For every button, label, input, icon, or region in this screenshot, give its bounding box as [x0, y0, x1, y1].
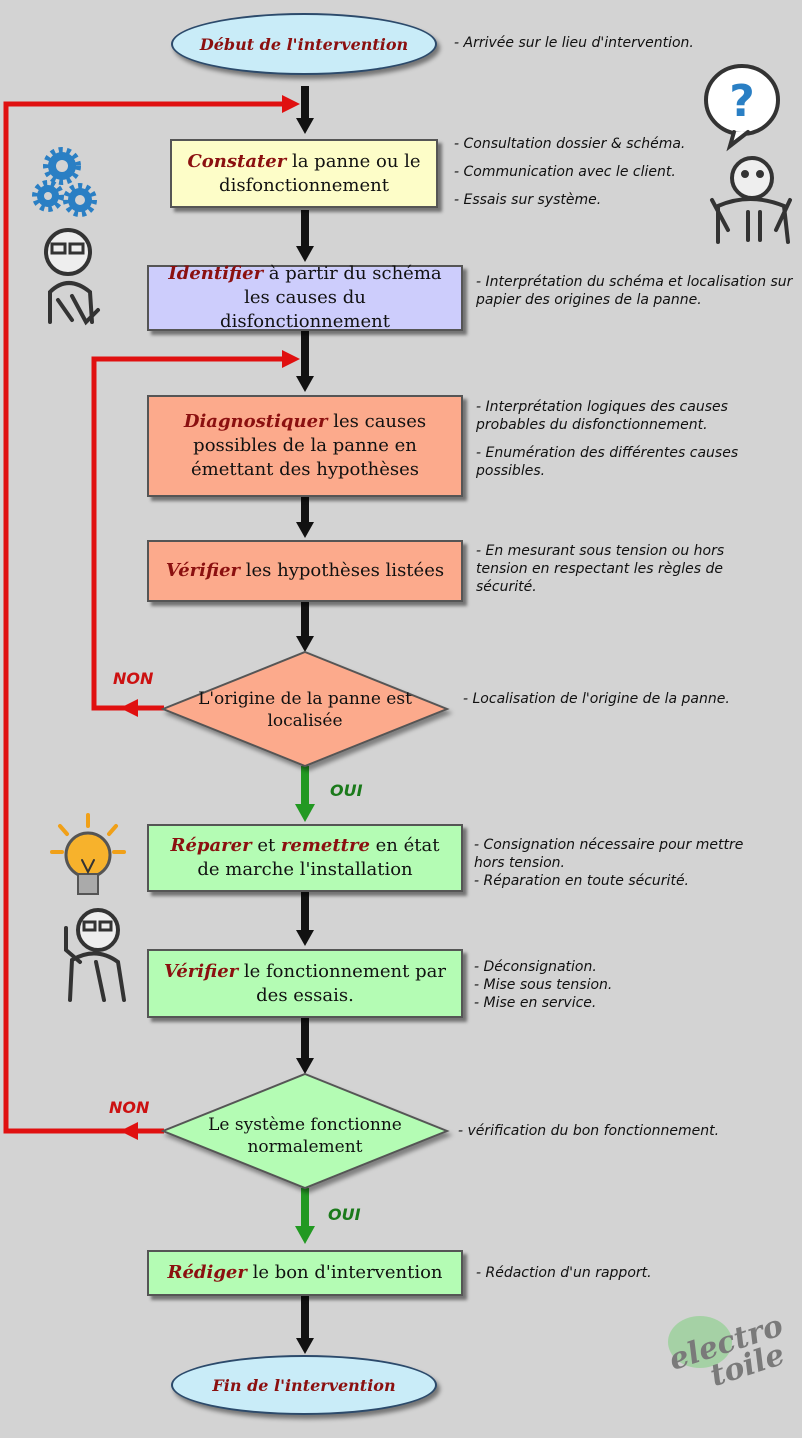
decision-system-no-label: NON: [109, 1098, 150, 1117]
gears-icon: [32, 147, 97, 217]
svg-text:?: ?: [729, 76, 755, 127]
step-reparer-notes: - Consignation nécessaire pour mettre ho…: [474, 837, 744, 889]
decision-origin-no-label: NON: [113, 669, 154, 688]
decision-origin-yes-label: OUI: [330, 781, 363, 800]
step-identifier: Identifier à partir du schéma les causes…: [147, 263, 463, 332]
step-verifier-hypotheses: Vérifier les hypothèses listées: [147, 540, 463, 602]
decision-system-yes-label: OUI: [328, 1205, 361, 1224]
decision-origin-text: L'origine de la panne est localisée: [198, 689, 412, 731]
step-diagnostiquer: Diagnostiquer les causes possibles de la…: [147, 395, 463, 497]
end-label: Fin de l'intervention: [212, 1375, 396, 1395]
step-constater: Constater la panne ou le disfonctionneme…: [170, 139, 438, 208]
logo-glow: [668, 1316, 732, 1368]
oui-arrows: [295, 766, 315, 1244]
start-note: - Arrivée sur le lieu d'intervention.: [454, 35, 694, 51]
pointing-person-icon: [64, 908, 126, 1002]
lightbulb-icon: [50, 813, 126, 895]
thinking-person-icon: [44, 228, 100, 326]
step-diagnostiquer-notes: - Interprétation logiques des causes pro…: [476, 399, 739, 479]
flow-arrows: [296, 86, 314, 1354]
step-verifier-fonctionnement-notes: - Déconsignation. - Mise sous tension. -…: [474, 959, 613, 1011]
step-rediger: Rédiger le bon d'intervention: [147, 1250, 463, 1296]
step-verifier-fonctionnement: Vérifier le fonctionnement par des essai…: [147, 949, 463, 1018]
question-person-icon: ?: [704, 64, 792, 244]
start-label: Début de l'intervention: [199, 34, 409, 54]
step-identifier-notes: - Interprétation du schéma et localisati…: [476, 274, 793, 308]
decision-diamond-origin: [160, 650, 450, 768]
step-constater-notes: - Consultation dossier & schéma. - Commu…: [454, 136, 686, 208]
step-rediger-notes: - Rédaction d'un rapport.: [476, 1265, 652, 1281]
decision-system-note: - vérification du bon fonctionnement.: [458, 1123, 720, 1139]
step-verifier-hypotheses-notes: - En mesurant sous tension ou hors tensi…: [476, 543, 725, 595]
decision-diamond-system: [160, 1072, 450, 1190]
step-reparer: Réparer et remettre en état de marche l'…: [147, 824, 463, 892]
start-terminal: Début de l'intervention: [171, 13, 437, 75]
decision-origin-note: - Localisation de l'origine de la panne.: [463, 691, 730, 707]
non-arrowheads: [120, 95, 300, 1140]
decision-system-text: Le système fonctionne normalement: [208, 1115, 402, 1157]
end-terminal: Fin de l'intervention: [171, 1355, 437, 1415]
